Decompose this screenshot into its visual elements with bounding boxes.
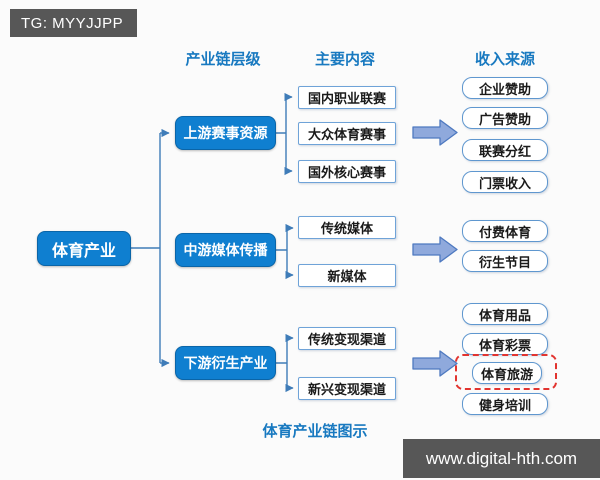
income-box-fitness-training: 健身培训 [462, 393, 548, 415]
income-box-paid-sports: 付费体育 [462, 220, 548, 242]
content-box-foreign-core-events: 国外核心赛事 [298, 160, 396, 183]
income-box-sporting-goods: 体育用品 [462, 303, 548, 325]
income-box-corporate-sponsorship: 企业赞助 [462, 77, 548, 99]
content-box-new-monetization: 新兴变现渠道 [298, 377, 396, 400]
diagram-caption: 体育产业链图示 [262, 423, 368, 440]
income-box-derivative-programs: 衍生节目 [462, 250, 548, 272]
root-node-sports-industry: 体育产业 [37, 231, 131, 266]
income-box-league-dividends: 联赛分红 [462, 139, 548, 161]
highlight-dashed-frame [455, 354, 557, 390]
content-box-traditional-media: 传统媒体 [298, 216, 396, 239]
level-node-midstream: 中游媒体传播 [175, 233, 276, 267]
flow-arrow-midstream [412, 236, 458, 263]
income-box-ad-sponsorship: 广告赞助 [462, 107, 548, 129]
content-box-traditional-monetization: 传统变现渠道 [298, 327, 396, 350]
income-box-sports-tourism-highlighted: 体育旅游 [472, 362, 542, 384]
watermark-top-text: TG: MYYJJPP [21, 14, 124, 32]
content-box-new-media: 新媒体 [298, 264, 396, 287]
content-box-domestic-leagues: 国内职业联赛 [298, 86, 396, 109]
income-box-ticket-revenue: 门票收入 [462, 171, 548, 193]
column-header-content: 主要内容 [314, 51, 375, 68]
content-box-mass-sports-events: 大众体育赛事 [298, 122, 396, 145]
watermark-top-banner: TG: MYYJJPP [10, 9, 137, 37]
watermark-bottom-text: www.digital-hth.com [425, 448, 578, 468]
flow-arrow-downstream [412, 350, 458, 377]
flow-arrow-upstream [412, 119, 458, 146]
level-node-downstream: 下游衍生产业 [175, 346, 276, 380]
watermark-bottom-banner: www.digital-hth.com [403, 439, 600, 478]
income-box-sports-lottery: 体育彩票 [462, 333, 548, 355]
column-header-income: 收入来源 [474, 51, 535, 68]
level-node-upstream: 上游赛事资源 [175, 116, 276, 150]
column-header-level: 产业链层级 [185, 51, 261, 68]
